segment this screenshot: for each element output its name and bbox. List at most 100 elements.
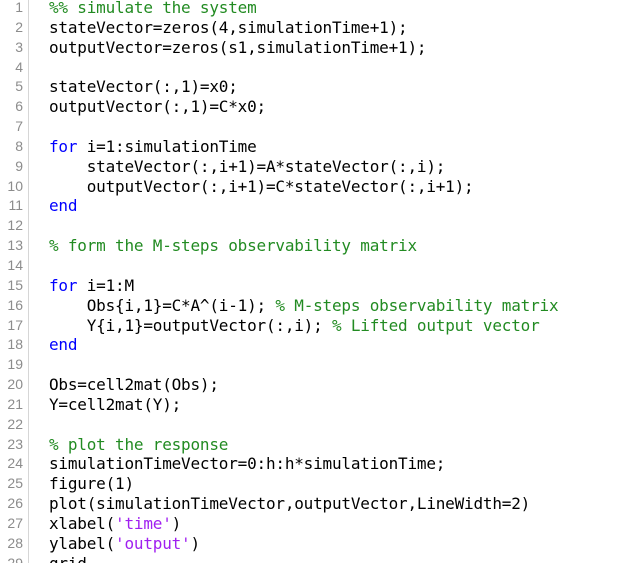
line-number: 7 [15,118,23,135]
code-line[interactable]: 19 [0,355,628,375]
code-line[interactable]: 24 simulationTimeVector=0:h:h*simulationT… [0,454,628,474]
code-line[interactable]: 7 [0,117,628,137]
code-text: figure(1) [49,474,134,494]
code-token: i=1:M [77,275,134,295]
code-line[interactable]: 9 stateVector(:,i+1)=A*stateVector(:,i); [0,157,628,177]
code-line[interactable]: 4 [0,58,628,78]
code-token: outputVector=zeros(s1,simulationTime+1); [49,37,427,57]
line-number: 26 [7,495,23,512]
line-number: 18 [7,336,23,353]
code-line[interactable]: 1 %% simulate the system [0,0,628,18]
code-token: Y=cell2mat(Y); [49,394,182,414]
code-text: end [49,335,78,355]
line-number: 13 [7,237,23,254]
code-line[interactable]: 25 figure(1) [0,474,628,494]
line-number: 19 [7,356,23,373]
line-number: 16 [7,296,23,313]
line-number: 20 [7,376,23,393]
code-text: Obs{i,1}=C*A^(i-1); % M-steps observabil… [49,295,559,316]
line-number: 5 [15,78,23,95]
line-number: 25 [7,475,23,492]
code-text: stateVector=zeros(4,simulationTime+1); [49,17,408,38]
code-line[interactable]: 6 outputVector(:,1)=C*x0; [0,97,628,117]
code-token: xlabel( [49,513,116,533]
code-text: stateVector(:,i+1)=A*stateVector(:,i); [49,156,446,177]
string-token: 'time' [115,513,172,533]
code-line[interactable]: 3 outputVector=zeros(s1,simulationTime+1)… [0,38,628,58]
code-text: stateVector(:,1)=x0; [49,77,238,97]
code-text: % form the M-steps observability matrix [49,236,417,256]
code-line[interactable]: 22 [0,415,628,435]
code-line[interactable]: 27 xlabel('time') [0,514,628,534]
line-number: 29 [7,554,23,563]
code-line[interactable]: 5 stateVector(:,1)=x0; [0,77,628,97]
keyword-token: end [49,335,78,355]
code-token: stateVector(:,i+1)=A*stateVector(:,i); [49,156,446,176]
code-text: for i=1:simulationTime [49,137,257,157]
string-token: 'output' [115,533,191,553]
code-line[interactable]: 14 [0,256,628,276]
line-number: 10 [7,177,23,194]
code-line[interactable]: 17 Y{i,1}=outputVector(:,i); % Lifted ou… [0,316,628,336]
line-number: 22 [7,415,23,432]
line-number: 11 [8,197,23,214]
code-text: Y=cell2mat(Y); [49,395,181,415]
code-token: outputVector(:,1)=C*x0; [49,97,266,117]
code-text: outputVector(:,1)=C*x0; [49,97,266,117]
code-token: simulationTimeVector=0:h:h*simulationTim… [49,454,446,474]
keyword-token: for [49,136,78,156]
code-line[interactable]: 13 % form the M-steps observability matri… [0,236,628,256]
keyword-token: end [49,196,78,216]
code-token: figure(1) [49,474,134,494]
line-number: 27 [7,514,23,531]
code-text: grid [49,554,87,563]
code-token: ) [171,513,182,533]
code-token: ) [190,533,201,553]
line-number: 17 [7,316,23,333]
comment-token: % M-steps observability matrix [275,295,559,315]
code-text: ylabel('output') [49,534,200,554]
code-line[interactable]: 16 Obs{i,1}=C*A^(i-1); % M-steps observa… [0,296,628,316]
comment-token: % form the M-steps observability matrix [49,236,417,256]
code-line[interactable]: 11 end [0,196,628,216]
code-line[interactable]: 20 Obs=cell2mat(Obs); [0,375,628,395]
code-line[interactable]: 26 plot(simulationTimeVector,outputVector… [0,494,628,514]
code-text: Y{i,1}=outputVector(:,i); % Lifted outpu… [49,316,540,336]
code-text: outputVector=zeros(s1,simulationTime+1); [49,37,427,58]
code-token: stateVector=zeros(4,simulationTime+1); [49,17,408,37]
line-number: 4 [15,58,23,75]
keyword-token: for [49,275,78,295]
code-token: i=1:simulationTime [77,136,257,156]
code-line[interactable]: 29 grid [0,554,628,563]
code-token: plot(simulationTimeVector,outputVector,L… [49,494,531,514]
line-number: 1 [15,0,23,15]
code-line[interactable]: 23% plot the response [0,435,628,455]
code-line[interactable]: 10 outputVector(:,i+1)=C*stateVector(:,i… [0,177,628,197]
line-number: 15 [7,276,23,293]
code-text: Obs=cell2mat(Obs); [49,375,219,395]
code-text: %% simulate the system [49,0,257,18]
line-number: 24 [7,455,23,472]
line-number: 14 [7,256,23,273]
line-number: 9 [15,157,23,174]
line-number: 3 [15,38,23,55]
code-token: Y{i,1}=outputVector(:,i); [49,315,332,335]
code-text: plot(simulationTimeVector,outputVector,L… [49,494,530,514]
code-line[interactable]: 28 ylabel('output') [0,534,628,554]
comment-token: % plot the response [49,434,229,454]
code-line[interactable]: 15 for i=1:M [0,276,628,296]
line-number: 28 [7,534,23,551]
code-text: for i=1:M [49,276,134,296]
code-line[interactable]: 12 [0,216,628,236]
code-text: % plot the response [49,435,228,455]
line-number-gutter [0,0,29,563]
code-text: xlabel('time') [49,514,181,534]
comment-token: %% simulate the system [49,0,257,17]
line-number: 6 [15,98,23,115]
code-line[interactable]: 18 end [0,335,628,355]
